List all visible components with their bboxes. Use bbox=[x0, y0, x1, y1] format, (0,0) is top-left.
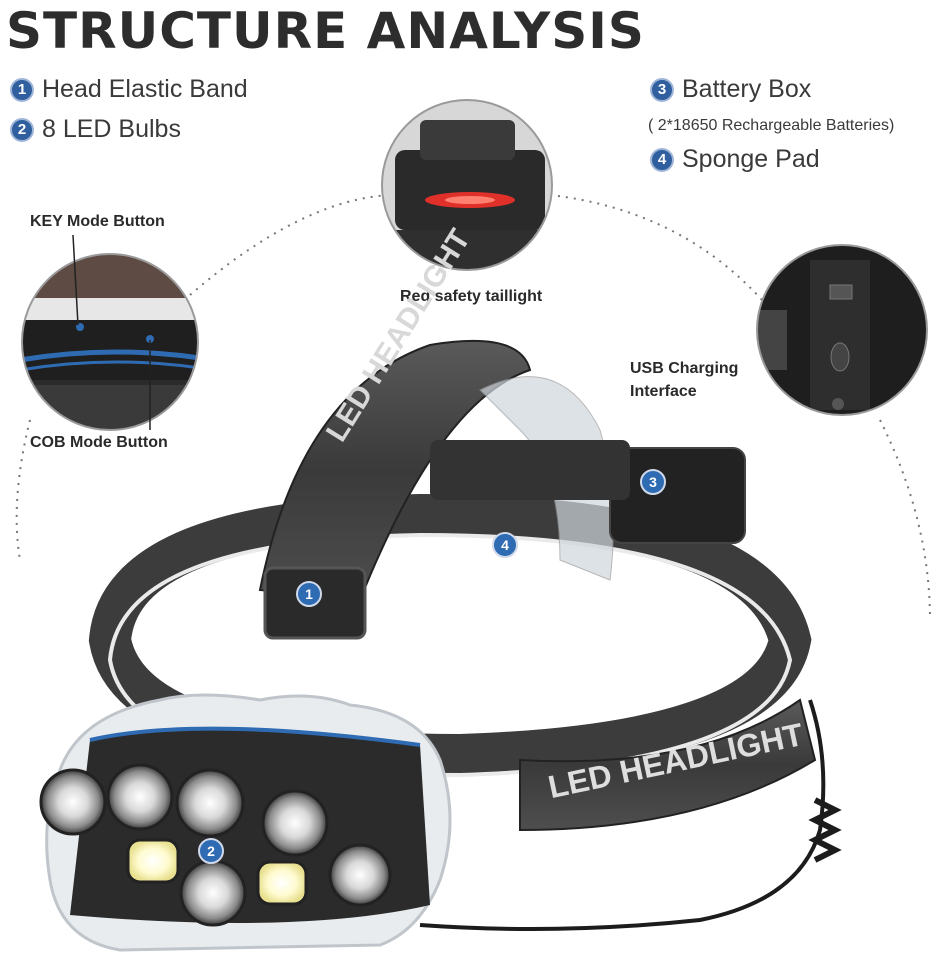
usb-label-line1: USB Charging bbox=[630, 360, 739, 377]
red-taillight-label: Red safety taillight bbox=[400, 288, 543, 305]
number-3-icon: 3 bbox=[650, 77, 674, 102]
marker-4-icon: 4 bbox=[492, 532, 518, 558]
marker-3-icon: 3 bbox=[640, 469, 666, 495]
legend-item-head-band: 1 Head Elastic Band bbox=[10, 75, 248, 104]
zoom-usb-port bbox=[757, 245, 927, 415]
legend-label: Battery Box bbox=[682, 75, 812, 103]
lamp-head bbox=[39, 693, 452, 952]
number-1-icon: 1 bbox=[10, 77, 34, 102]
marker-2-icon: 2 bbox=[198, 838, 224, 864]
battery-note: ( 2*18650 Rechargeable Batteries) bbox=[648, 117, 895, 134]
usb-label-line2: Interface bbox=[630, 383, 697, 400]
zoom-mode-buttons bbox=[22, 254, 198, 430]
legend-item-sponge-pad: 4 Sponge Pad bbox=[650, 145, 820, 174]
number-4-icon: 4 bbox=[650, 147, 674, 172]
key-mode-label: KEY Mode Button bbox=[30, 213, 165, 230]
legend-item-battery-box: 3 Battery Box bbox=[650, 75, 811, 104]
cob-mode-label: COB Mode Button bbox=[30, 434, 168, 451]
legend-label: Head Elastic Band bbox=[42, 75, 248, 103]
zoom-taillight bbox=[382, 100, 552, 270]
number-2-icon: 2 bbox=[10, 117, 34, 142]
page-title: STRUCTURE ANALYSIS bbox=[6, 2, 645, 60]
legend-item-led-bulbs: 2 8 LED Bulbs bbox=[10, 115, 181, 144]
marker-1-icon: 1 bbox=[296, 581, 322, 607]
legend-label: Sponge Pad bbox=[682, 145, 820, 173]
legend-label: 8 LED Bulbs bbox=[42, 115, 181, 143]
